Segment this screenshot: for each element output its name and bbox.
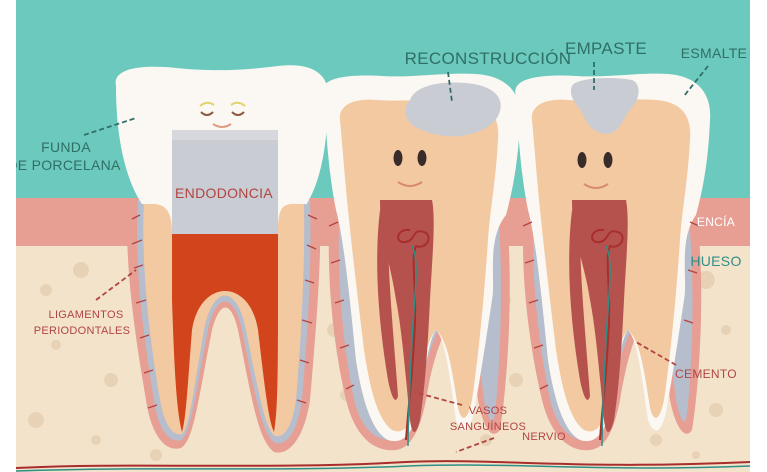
eye-left-3 bbox=[578, 152, 587, 168]
label-encia: ENCÍA bbox=[697, 214, 735, 229]
eye-right-2 bbox=[418, 150, 427, 166]
label-vasos-line2: SANGUÍNEOS bbox=[450, 420, 526, 433]
label-reconstruccion: RECONSTRUCCIÓN bbox=[405, 49, 572, 68]
tooth-filled bbox=[515, 74, 710, 451]
label-hueso: HUESO bbox=[690, 253, 741, 269]
label-endodoncia: ENDODONCIA bbox=[175, 185, 273, 201]
label-nervio: NERVIO bbox=[522, 431, 566, 443]
diagram-stage: FUNDA DE PORCELANA ENDODONCIA RECONSTRUC… bbox=[16, 0, 750, 472]
label-funda-line1: FUNDA bbox=[41, 139, 91, 155]
label-funda-line2: DE PORCELANA bbox=[16, 157, 121, 173]
label-cemento: CEMENTO bbox=[675, 367, 737, 381]
label-ligamentos-line2: PERIODONTALES bbox=[34, 325, 131, 337]
label-ligamentos-line1: LIGAMENTOS bbox=[49, 309, 124, 321]
tooth-anatomy-diagram: FUNDA DE PORCELANA ENDODONCIA RECONSTRUC… bbox=[16, 0, 750, 472]
label-empaste: EMPASTE bbox=[565, 39, 647, 58]
endodontic-core bbox=[172, 130, 278, 234]
eye-left-2 bbox=[394, 150, 403, 166]
core-top-shadow bbox=[172, 130, 278, 140]
eye-right-3 bbox=[604, 152, 613, 168]
label-esmalte: ESMALTE bbox=[681, 45, 747, 61]
label-vasos-line1: VASOS bbox=[469, 405, 508, 417]
